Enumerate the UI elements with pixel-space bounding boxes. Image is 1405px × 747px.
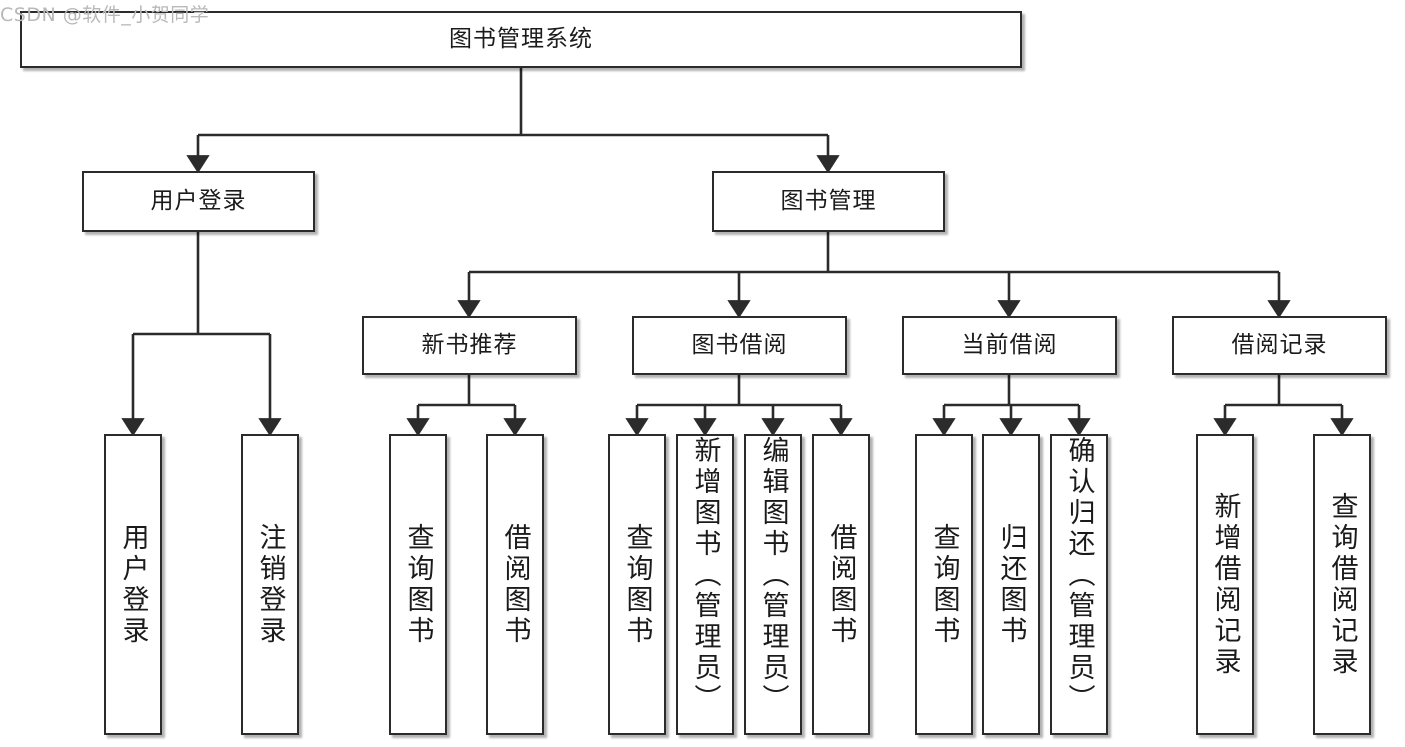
node-leaf-add-book[interactable]: 新增图书（管理员）	[676, 434, 734, 735]
node-label: 查询图书	[402, 522, 434, 647]
node-label: 查询借阅记录	[1326, 491, 1358, 678]
node-leaf-query-book-current[interactable]: 查询图书	[915, 434, 973, 735]
node-book-borrow[interactable]: 图书借阅	[632, 316, 847, 375]
node-root[interactable]: 图书管理系统	[20, 11, 1022, 68]
node-leaf-user-login[interactable]: 用户登录	[104, 434, 162, 735]
node-label: 借阅图书	[499, 522, 531, 647]
node-label: 图书管理	[780, 188, 877, 215]
node-leaf-confirm-return[interactable]: 确认归还（管理员）	[1050, 434, 1108, 735]
csdn-watermark: CSDN @软件_小贺同学	[0, 4, 210, 26]
node-label: 查询图书	[621, 522, 653, 647]
node-leaf-add-borrow-record[interactable]: 新增借阅记录	[1196, 434, 1254, 735]
node-label: 借阅图书	[825, 522, 857, 647]
node-leaf-query-borrow-record[interactable]: 查询借阅记录	[1313, 434, 1371, 735]
node-label: 用户登录	[117, 522, 149, 647]
node-label: 注销登录	[254, 522, 286, 647]
node-label: 图书管理系统	[449, 26, 593, 53]
node-label: 用户登录	[150, 188, 247, 215]
node-book-management[interactable]: 图书管理	[712, 171, 945, 232]
node-label: 借阅记录	[1231, 332, 1328, 359]
node-label: 确认归还（管理员）	[1063, 436, 1095, 715]
node-label: 新书推荐	[421, 332, 518, 359]
node-leaf-borrow-book[interactable]: 借阅图书	[812, 434, 870, 735]
node-label: 新增图书（管理员）	[689, 436, 721, 715]
node-user-login[interactable]: 用户登录	[82, 171, 315, 232]
node-new-book-recommend[interactable]: 新书推荐	[362, 316, 577, 375]
node-leaf-return-book[interactable]: 归还图书	[982, 434, 1040, 735]
node-leaf-query-book-borrow[interactable]: 查询图书	[608, 434, 666, 735]
node-label: 归还图书	[995, 522, 1027, 647]
node-label: 图书借阅	[691, 332, 788, 359]
node-leaf-borrow-book-recommend[interactable]: 借阅图书	[486, 434, 544, 735]
node-label: 查询图书	[928, 522, 960, 647]
node-leaf-query-book-recommend[interactable]: 查询图书	[389, 434, 447, 735]
node-current-borrow[interactable]: 当前借阅	[902, 316, 1117, 375]
node-leaf-logout[interactable]: 注销登录	[241, 434, 299, 735]
node-label: 新增借阅记录	[1209, 491, 1241, 678]
node-label: 编辑图书（管理员）	[757, 436, 789, 715]
node-borrow-records[interactable]: 借阅记录	[1172, 316, 1387, 375]
node-label: 当前借阅	[961, 332, 1058, 359]
node-leaf-edit-book[interactable]: 编辑图书（管理员）	[744, 434, 802, 735]
